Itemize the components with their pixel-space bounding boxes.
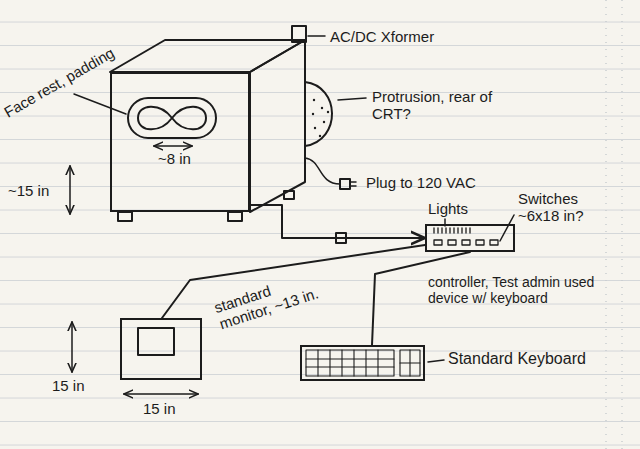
cable-connector (250, 205, 425, 238)
monitor-box: standard monitor, ~13 in. (120, 318, 202, 380)
switch-symbol (448, 240, 456, 245)
protrusion-dot (314, 127, 316, 129)
protrusion-dot (313, 99, 315, 101)
key-divider (341, 350, 342, 376)
dimension-arrow (69, 166, 71, 214)
crt-protrusion (305, 82, 332, 146)
dimension-text: ~15 in (8, 182, 49, 199)
housing-foot (118, 212, 132, 221)
key-divider (365, 350, 366, 376)
key-divider (353, 350, 354, 376)
callout-text: Switches ~6x18 in? (518, 190, 603, 225)
keyboard-box: Standard Keyboard (300, 345, 425, 381)
dimension-arrow (71, 322, 73, 372)
callout-text: standard monitor, ~13 in. (212, 265, 329, 332)
key-divider (329, 350, 330, 376)
switch-symbol (434, 240, 442, 245)
key-divider (317, 350, 318, 376)
indicator-light (449, 228, 450, 233)
switch-symbol (462, 240, 470, 245)
dimension-arrow (154, 145, 192, 147)
controller-box: LightsSwitches ~6x18 in?controller, Test… (425, 224, 515, 252)
indicator-light (469, 228, 470, 233)
face-rest-opening (138, 107, 206, 130)
protrusion-dot (327, 111, 329, 113)
callout-text: Plug to 120 VAC (366, 174, 476, 191)
housing-foot (228, 212, 242, 221)
protrusion-dot (323, 121, 325, 123)
indicator-light (465, 228, 466, 233)
key-divider (377, 350, 378, 376)
indicator-light (441, 228, 442, 233)
indicator-light (457, 228, 458, 233)
key-row (306, 366, 394, 367)
protrusion-dot (312, 113, 314, 115)
key-block (306, 350, 394, 376)
test-device-housing: Face rest, padding~8 in (110, 72, 250, 212)
leader-line (74, 94, 126, 114)
plug-symbol (340, 179, 350, 189)
dotted-margin (621, 0, 623, 449)
key-row (400, 362, 420, 363)
callout-text: Protrusion, rear of CRT? (372, 88, 502, 123)
callout-text: Face rest, padding (1, 44, 117, 121)
protrusion-dot (319, 135, 321, 137)
dimension-text: 15 in (52, 377, 85, 394)
note-text: controller, Test admin used device w/ ke… (428, 274, 623, 306)
callout-text: Standard Keyboard (448, 350, 586, 368)
dimension-arrow (124, 393, 198, 395)
dimension-text: ~8 in (158, 150, 191, 167)
indicator-light (433, 228, 434, 233)
dimension-text: 15 in (143, 400, 176, 417)
housing-foot (284, 191, 294, 199)
callout-text: AC/DC Xformer (330, 28, 434, 45)
leader-line (308, 35, 325, 37)
monitor-screen (138, 328, 174, 355)
face-rest-outline (128, 98, 216, 138)
leader-line (428, 360, 444, 362)
leader-line (338, 98, 366, 100)
key-row (306, 358, 394, 359)
housing-side-face (250, 40, 305, 212)
indicator-light (461, 228, 462, 233)
leader-line (500, 215, 514, 241)
power-cable (305, 158, 340, 184)
indicator-light (437, 228, 438, 233)
numpad-block (400, 350, 420, 376)
switch-symbol (476, 240, 484, 245)
indicator-light (453, 228, 454, 233)
switch-symbol (490, 240, 498, 245)
indicator-light (445, 228, 446, 233)
dotted-margin (605, 0, 607, 449)
protrusion-dot (321, 107, 323, 109)
transformer-box (292, 26, 306, 42)
plug-prong (350, 181, 356, 183)
callout-text: Lights (428, 200, 468, 217)
plug-prong (350, 185, 356, 187)
